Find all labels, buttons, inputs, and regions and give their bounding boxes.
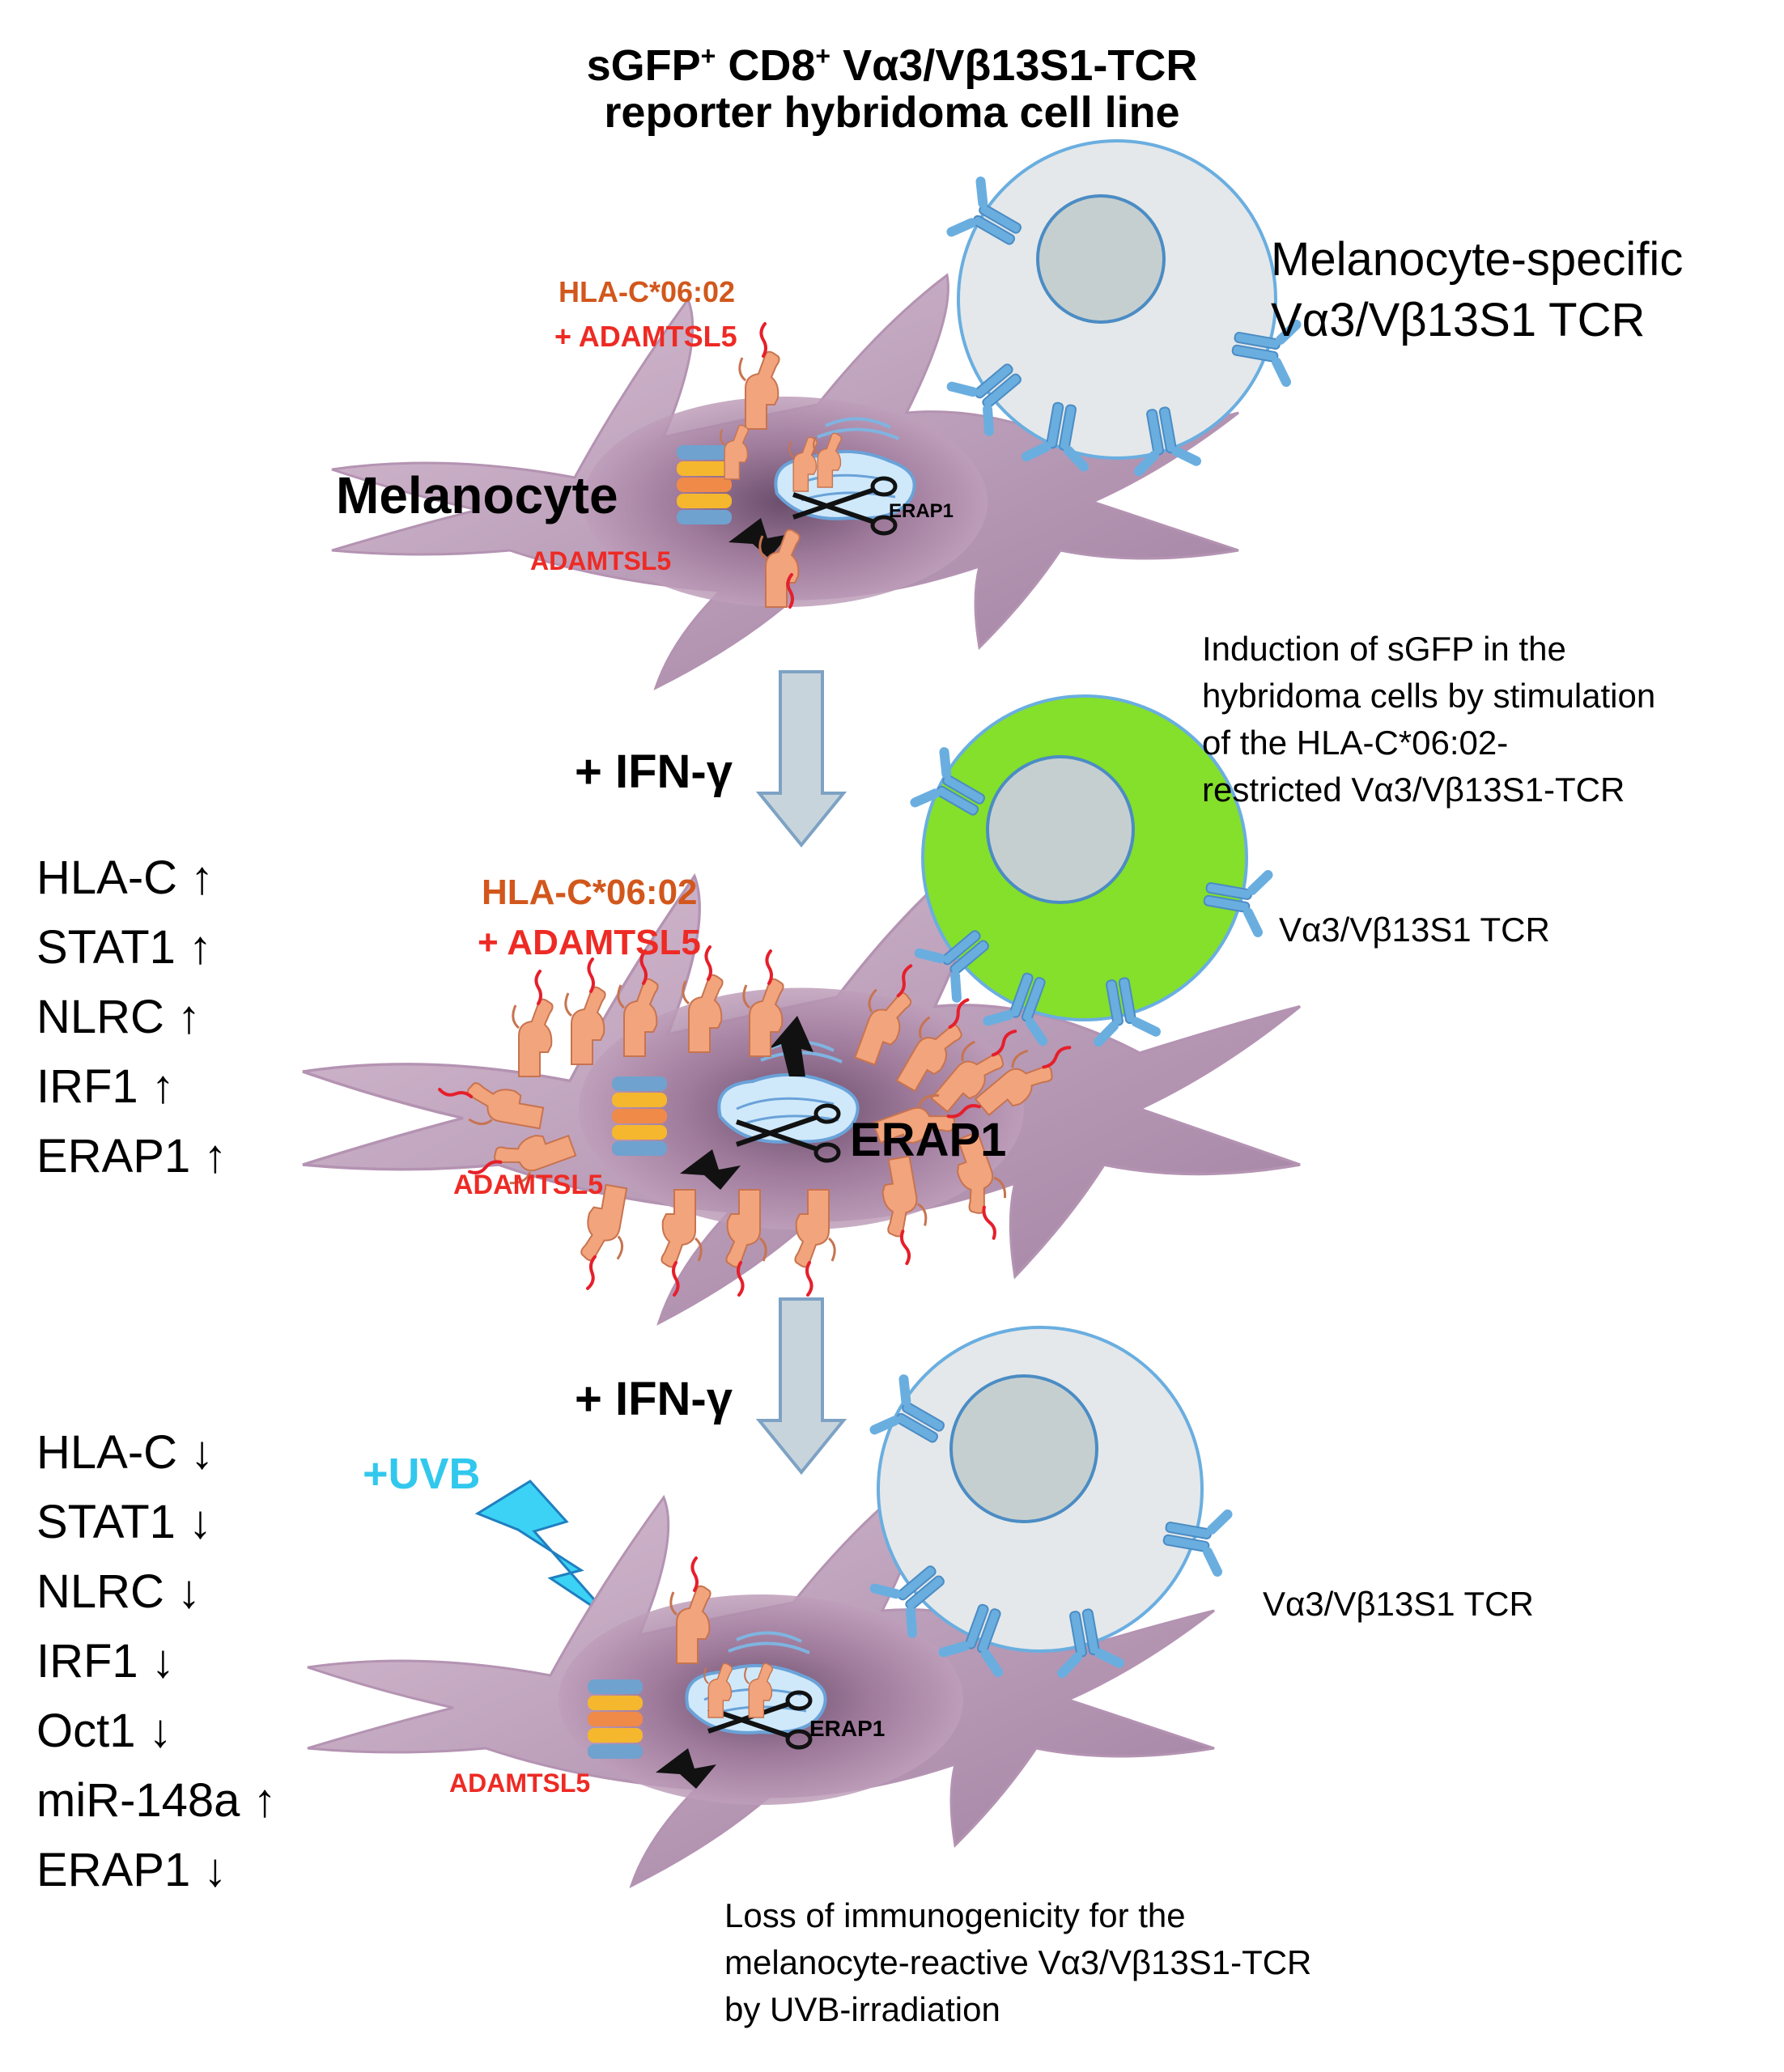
tcr-label-3: Vα3/Vβ13S1 TCR [1263, 1585, 1534, 1623]
proteasome-2 [612, 1076, 667, 1156]
erap1-label-2: ERAP1 [850, 1114, 1007, 1166]
loss-note-line-2: melanocyte-reactive Vα3/Vβ13S1-TCR [724, 1943, 1312, 1981]
proteasome-3 [588, 1679, 643, 1759]
tcell-label-line-2: Vα3/Vβ13S1 TCR [1271, 294, 1646, 346]
induction-note-line-2: hybridoma cells by stimulation [1202, 677, 1656, 715]
transport-arrow-1 [728, 518, 789, 558]
tcell-activated-2 [921, 694, 1248, 1021]
erap1-label-1: ERAP1 [889, 500, 954, 522]
transport-arrow-2 [680, 1149, 741, 1190]
uvb-lightning-icon [474, 1480, 613, 1620]
gene-item: IRF1↓ [36, 1635, 175, 1688]
adamtsl5-label-1: ADAMTSL5 [530, 546, 672, 575]
title-line-2: reporter hybridoma cell line [604, 88, 1180, 137]
gene-item: HLA-C↑ [36, 851, 215, 904]
gene-item: HLA-C↓ [36, 1426, 215, 1479]
induction-note-line-1: Induction of sGFP in the [1202, 630, 1566, 668]
transport-arrow-3 [656, 1748, 716, 1789]
loss-note-line-1: Loss of immunogenicity for the [724, 1896, 1186, 1934]
title-line-1: sGFP+ CD8+ Vα3/Vβ13S1-TCR [586, 41, 1198, 90]
step-arrow-2 [758, 1297, 845, 1474]
adamtsl5-label-3: ADAMTSL5 [449, 1768, 591, 1798]
adamtsl5-label-2: ADAMTSL5 [453, 1170, 604, 1200]
gene-item: IRF1↑ [36, 1060, 175, 1113]
loss-note-line-3: by UVB-irradiation [724, 1990, 1000, 2028]
gene-item: STAT1↑ [36, 921, 212, 974]
induction-note-line-3: of the HLA-C*06:02- [1202, 724, 1509, 762]
export-arrow-2 [769, 1016, 813, 1076]
gene-item: miR-148a↑ [36, 1774, 277, 1827]
step-arrow-1 [758, 670, 845, 847]
gene-item: NLRC↓ [36, 1565, 201, 1618]
tcell-resting-1 [957, 139, 1277, 460]
ifn-gamma-label-2: + IFN-γ [575, 1373, 733, 1425]
gene-item: ERAP1↓ [36, 1844, 227, 1896]
ifn-gamma-label-1: + IFN-γ [575, 745, 733, 798]
gene-item: Oct1↓ [36, 1705, 172, 1757]
tcell-label-line-1: Melanocyte-specific [1271, 233, 1684, 286]
erap1-label-3: ERAP1 [809, 1716, 886, 1741]
hla-molecule [512, 970, 554, 1078]
gene-item: STAT1↓ [36, 1496, 212, 1548]
induction-note-line-4: restricted Vα3/Vβ13S1-TCR [1202, 771, 1625, 809]
melanocyte-label: Melanocyte [336, 466, 618, 524]
tcell-resting-3 [877, 1326, 1204, 1653]
uvb-label: +UVB [363, 1450, 481, 1498]
proteasome-1 [677, 445, 732, 524]
hla-label-line-2: + ADAMTSL5 [554, 320, 737, 353]
hla-label-2-line-2: + ADAMTSL5 [478, 923, 701, 962]
gene-item: ERAP1↑ [36, 1130, 227, 1182]
hla-label-2-line-1: HLA-C*06:02 [482, 873, 698, 912]
gene-item: NLRC↑ [36, 991, 201, 1043]
hla-label-line-1: HLA-C*06:02 [559, 275, 736, 308]
tcr-label-2: Vα3/Vβ13S1 TCR [1279, 911, 1550, 949]
